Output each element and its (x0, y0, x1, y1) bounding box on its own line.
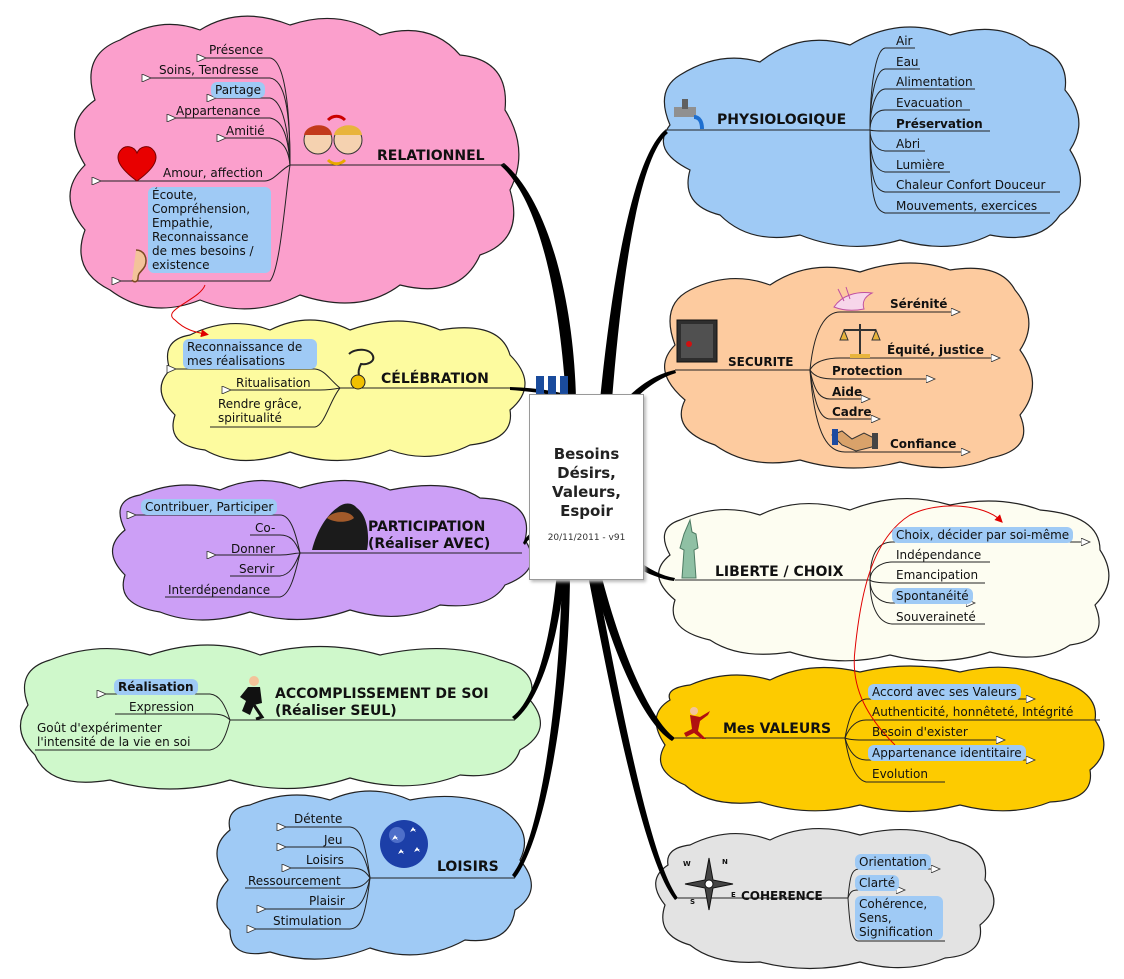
subtopic-alimentation[interactable]: Alimentation (896, 75, 973, 89)
subtopic-amitie[interactable]: Amitié (226, 124, 265, 138)
subtopic-donner[interactable]: Donner (231, 542, 276, 556)
topic-celebration[interactable]: CÉLÉBRATION (381, 371, 489, 387)
subtopic-evacuation[interactable]: Evacuation (896, 96, 963, 110)
subtopic-presence[interactable]: Présence (209, 43, 264, 57)
subtopic-choix[interactable]: Choix, décider par soi-même (892, 527, 1074, 543)
central-title: Besoins Désirs, Valeurs, Espoir (552, 445, 621, 520)
subtopic-partage[interactable]: Partage (211, 82, 266, 98)
compass-icon (684, 857, 734, 911)
subtopic-interdependance[interactable]: Interdépendance (168, 583, 271, 597)
subtopic-stimulation[interactable]: Stimulation (273, 914, 342, 928)
subtopic-lumiere[interactable]: Lumière (896, 158, 945, 172)
topic-valeurs[interactable]: Mes VALEURS (723, 721, 832, 737)
topic-loisirs[interactable]: LOISIRS (437, 859, 499, 875)
scales-icon (839, 324, 881, 358)
topic-relationnel[interactable]: RELATIONNEL (377, 148, 485, 164)
dove-icon (833, 286, 874, 311)
subtopic-serenite[interactable]: Sérénité (890, 297, 948, 311)
relation-arrow-celebration (171, 284, 209, 338)
dancer-icon (684, 707, 710, 739)
faucet-icon (674, 99, 704, 130)
subtopic-confiance[interactable]: Confiance (890, 437, 957, 451)
cloud-physiologique (662, 26, 1081, 248)
subtopic-plaisir[interactable]: Plaisir (309, 894, 345, 908)
subtopic-air[interactable]: Air (896, 34, 913, 48)
subtopic-spontaneite[interactable]: Spontanéité (892, 588, 973, 604)
topic-coherence[interactable]: COHERENCE (741, 889, 823, 903)
subtopic-contribuer[interactable]: Contribuer, Participer (141, 499, 278, 515)
safe-icon (676, 319, 718, 363)
people-icon (303, 114, 363, 166)
subtopic-loisirs[interactable]: Loisirs (306, 853, 344, 867)
heart-icon (117, 146, 157, 182)
subtopic-cadre[interactable]: Cadre (832, 405, 872, 419)
topic-securite[interactable]: SECURITE (728, 355, 794, 369)
subtopic-mouvements[interactable]: Mouvements, exercices (896, 199, 1038, 213)
subtopic-appartenance[interactable]: Appartenance (176, 104, 261, 118)
central-topic[interactable]: Besoins Désirs, Valeurs, Espoir 20/11/20… (529, 394, 644, 580)
compass-letter-w: W (683, 860, 691, 868)
topic-accomplissement[interactable]: ACCOMPLISSEMENT DE SOI (Réaliser SEUL) (275, 686, 489, 719)
subtopic-amour-affection[interactable]: Amour, affection (163, 166, 263, 180)
subtopic-protection[interactable]: Protection (832, 364, 903, 378)
compass-letter-n: N (722, 858, 728, 866)
subtopic-realisation[interactable]: Réalisation (114, 679, 198, 695)
subtopic-expression[interactable]: Expression (129, 700, 195, 714)
globe-icon (380, 820, 428, 868)
app-logo (536, 376, 572, 408)
subtopic-orientation[interactable]: Orientation (855, 854, 931, 870)
handshake-icon-confiance (831, 429, 878, 452)
subtopic-jeu[interactable]: Jeu (324, 833, 343, 847)
subtopic-ritualisation[interactable]: Ritualisation (236, 376, 311, 390)
cloud-loisirs (216, 790, 532, 960)
relation-arrow-valeurs (853, 505, 1003, 746)
subtopic-rendre-grace[interactable]: Rendre grâce, spiritualité (218, 397, 302, 425)
compass-letter-s: S (690, 898, 695, 906)
subtopic-soins-tendresse[interactable]: Soins, Tendresse (159, 63, 259, 77)
subtopic-abri[interactable]: Abri (896, 137, 921, 151)
topic-liberte[interactable]: LIBERTE / CHOIX (715, 564, 844, 580)
cloud-valeurs (655, 665, 1105, 813)
runner-icon (240, 676, 265, 721)
subtopic-reconnaissance-realisations[interactable]: Reconnaissance de mes réalisations (183, 339, 317, 369)
cloud-securite (664, 262, 1033, 469)
branch-lines-left (35, 58, 522, 929)
subtopic-emancipation[interactable]: Emancipation (896, 568, 979, 582)
subtopic-accord-valeurs[interactable]: Accord avec ses Valeurs (868, 684, 1021, 700)
topic-participation[interactable]: PARTICIPATION (Réaliser AVEC) (368, 519, 491, 552)
thinking-icon (348, 348, 375, 390)
ear-icon (131, 249, 147, 283)
branch-lines-right (665, 47, 1100, 942)
central-date: 20/11/2011 - v91 (547, 533, 626, 543)
subtopic-appartenance-identitaire[interactable]: Appartenance identitaire (868, 745, 1026, 761)
statue-of-liberty-icon (679, 518, 699, 579)
subtopic-clarte[interactable]: Clarté (855, 875, 900, 891)
subtopic-preservation[interactable]: Préservation (896, 117, 983, 131)
subtopic-coherence-sens[interactable]: Cohérence, Sens, Signification (855, 896, 943, 940)
subtopic-equite-justice[interactable]: Équité, justice (887, 343, 984, 357)
subtopic-eau[interactable]: Eau (896, 55, 919, 69)
subtopic-ressourcement[interactable]: Ressourcement (248, 874, 341, 888)
compass-letter-e: E (731, 891, 736, 899)
subtopic-gout-experimenter[interactable]: Goût d'expérimenter l'intensité de la vi… (37, 721, 191, 749)
subtopic-detente[interactable]: Détente (294, 812, 343, 826)
subtopic-independance[interactable]: Indépendance (896, 548, 982, 562)
subtopic-evolution[interactable]: Evolution (872, 767, 928, 781)
topic-physiologique[interactable]: PHYSIOLOGIQUE (717, 112, 847, 128)
subtopic-servir[interactable]: Servir (239, 562, 275, 576)
subtopic-souverainete[interactable]: Souveraineté (896, 610, 976, 624)
subtopic-ecoute[interactable]: Écoute, Compréhension, Empathie, Reconna… (148, 187, 271, 273)
subtopic-besoin-exister[interactable]: Besoin d'exister (872, 725, 968, 739)
handshake-icon-participation (312, 503, 369, 550)
subtopic-co[interactable]: Co- (255, 521, 276, 535)
subtopic-authenticite[interactable]: Authenticité, honnêteté, Intégrité (872, 705, 1074, 719)
subtopic-chaleur[interactable]: Chaleur Confort Douceur (896, 178, 1046, 192)
subtopic-aide[interactable]: Aide (832, 385, 863, 399)
